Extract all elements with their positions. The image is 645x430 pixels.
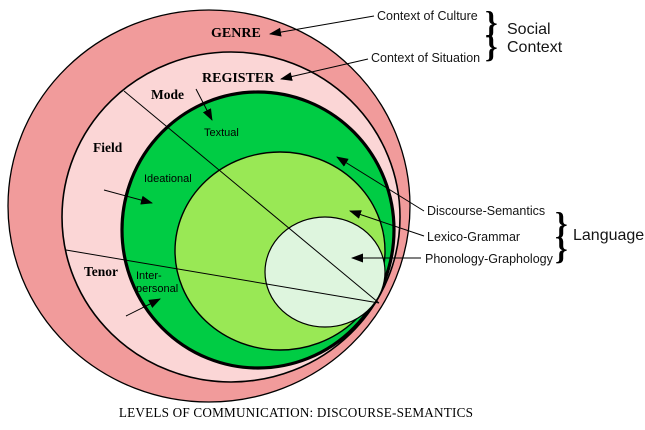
genre-label: GENRE (211, 26, 261, 41)
diagram-caption: LEVELS OF COMMUNICATION: DISCOURSE-SEMAN… (119, 405, 473, 420)
field-label: Field (93, 140, 123, 155)
social-context-brace-top-icon: } (485, 4, 498, 40)
context-of-situation-label: Context of Situation (371, 51, 480, 65)
textual-label: Textual (204, 127, 239, 139)
social-context-label-line2: Context (507, 39, 563, 56)
context-of-culture-arrow (269, 15, 375, 37)
interpersonal-label-line1: Inter- (136, 270, 162, 282)
context-of-situation-arrow (280, 58, 369, 81)
interpersonal-label-line2: personal (136, 283, 178, 295)
mode-textual-arrow (195, 88, 213, 121)
tenor-label: Tenor (84, 264, 118, 279)
social-context-brace-bottom-icon: } (485, 28, 498, 64)
field-ideational-arrow (103, 189, 153, 205)
lexico-grammar-arrow (349, 210, 425, 237)
discourse-semantics-label: Discourse-Semantics (427, 204, 545, 218)
lexico-grammar-label: Lexico-Grammar (427, 230, 520, 244)
language-label: Language (573, 227, 644, 244)
ideational-label: Ideational (144, 173, 192, 185)
field-tenor-divider-line (65, 249, 380, 304)
mode-field-divider-line (123, 90, 380, 304)
phonology-graphology-label: Phonology-Graphology (425, 252, 554, 266)
social-context-label-line1: Social (507, 21, 551, 38)
language-brace-top-icon: } (555, 205, 568, 241)
register-label: REGISTER (202, 71, 275, 86)
mode-label: Mode (151, 87, 184, 102)
phonology-graphology-circle (264, 216, 386, 328)
tenor-interpersonal-arrow (125, 298, 161, 317)
discourse-semantics-arrow (336, 156, 425, 212)
language-brace-bottom-icon: } (555, 230, 568, 266)
context-of-culture-label: Context of Culture (377, 9, 478, 23)
